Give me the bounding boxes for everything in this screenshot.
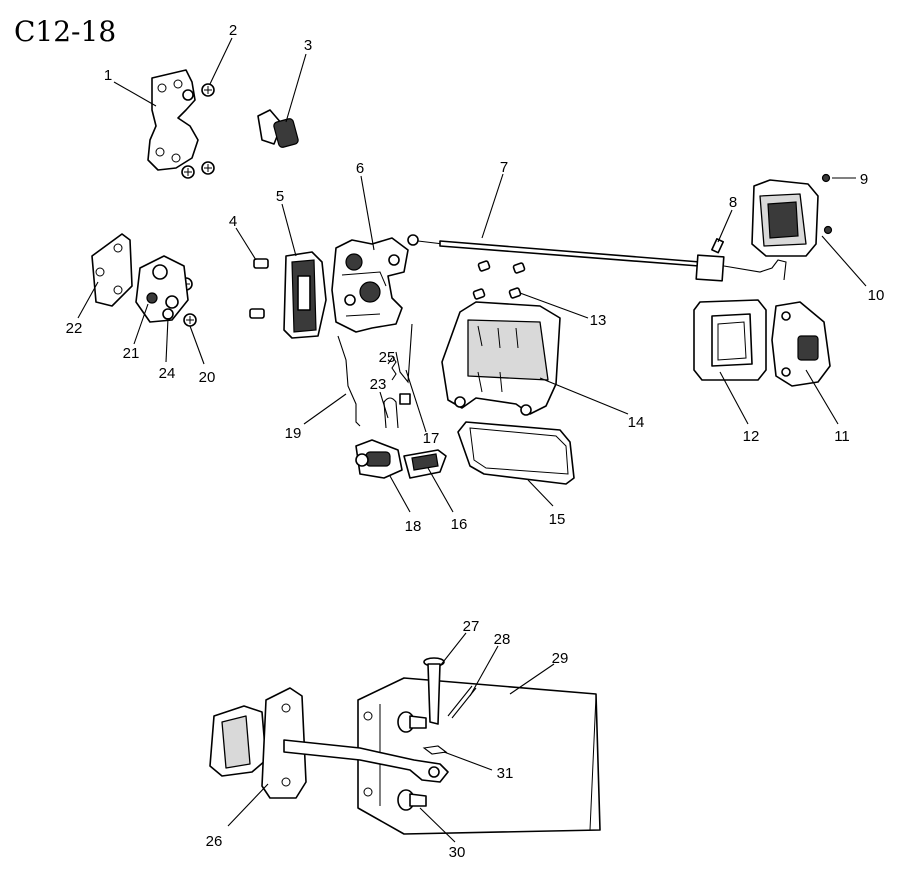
- callout-16: 16: [451, 516, 468, 533]
- part-21-striker-plate: [135, 255, 189, 323]
- callout-3: 3: [304, 37, 312, 54]
- callout-17: 17: [423, 430, 440, 447]
- callout-5: 5: [276, 188, 284, 205]
- callout-10: 10: [868, 287, 885, 304]
- callout-31: 31: [497, 765, 514, 782]
- part-5-latch-housing: [283, 251, 327, 339]
- callout-22: 22: [66, 320, 83, 337]
- part-6-lock-mechanism: [331, 237, 409, 333]
- part-25-spring: [391, 355, 397, 381]
- part-15-gasket: [457, 421, 575, 485]
- callout-14: 14: [628, 414, 645, 431]
- part-1-hinge-bracket: [147, 69, 199, 171]
- part-19-rod: [337, 335, 361, 427]
- part-31-clip: [422, 745, 448, 755]
- callout-13: 13: [590, 312, 607, 329]
- part-10-handle-cover: [751, 179, 819, 257]
- part-14-handle-housing: [441, 301, 561, 416]
- part-3-bushing: [257, 109, 299, 148]
- part-7-cable-rod: [407, 234, 787, 282]
- part-11-handle-hinge: [771, 301, 831, 387]
- callout-18: 18: [405, 518, 422, 535]
- callout-27: 27: [463, 618, 480, 635]
- part-18-lock-cylinder: [355, 439, 403, 479]
- callout-9: 9: [860, 171, 868, 188]
- callout-19: 19: [285, 425, 302, 442]
- callout-4: 4: [229, 213, 237, 230]
- part-12-gasket-frame: [693, 299, 767, 381]
- part-22-shim-plate: [91, 233, 133, 307]
- callout-25: 25: [379, 349, 396, 366]
- part-4-screw: [249, 258, 269, 319]
- part-23-spring-clip: [383, 397, 399, 429]
- part-16-lock-cylinder-face: [403, 449, 447, 479]
- part-27-pin: [423, 657, 445, 725]
- callout-15: 15: [549, 511, 566, 528]
- part-17-clip-rod: [395, 323, 413, 405]
- callout-24: 24: [159, 365, 176, 382]
- callout-8: 8: [729, 194, 737, 211]
- callout-6: 6: [356, 160, 364, 177]
- callout-20: 20: [199, 369, 216, 386]
- diagram-title: C12-18: [14, 15, 116, 48]
- part-24-striker-pin: [162, 308, 174, 320]
- callout-11: 11: [834, 428, 850, 445]
- callout-30: 30: [449, 844, 466, 861]
- part-9-screw: [821, 173, 833, 235]
- part-30-bolts: [397, 711, 427, 811]
- callout-7: 7: [500, 159, 508, 176]
- callout-2: 2: [229, 22, 237, 39]
- callout-23: 23: [370, 376, 387, 393]
- callout-28: 28: [494, 631, 511, 648]
- callout-21: 21: [123, 345, 140, 362]
- callout-29: 29: [552, 650, 569, 667]
- part-8-screw: [711, 238, 725, 254]
- callout-labels: 1 2 3 4 5 6 7 8 9 10 11 12 13 14 15 16 1…: [66, 22, 885, 861]
- callout-12: 12: [743, 428, 760, 445]
- part-2-screws: [181, 83, 215, 179]
- callout-1: 1: [104, 67, 112, 84]
- leader-lines: [77, 37, 867, 843]
- part-13-screws: [472, 260, 526, 300]
- part-26-check-strap: [209, 687, 449, 799]
- callout-26: 26: [206, 833, 223, 850]
